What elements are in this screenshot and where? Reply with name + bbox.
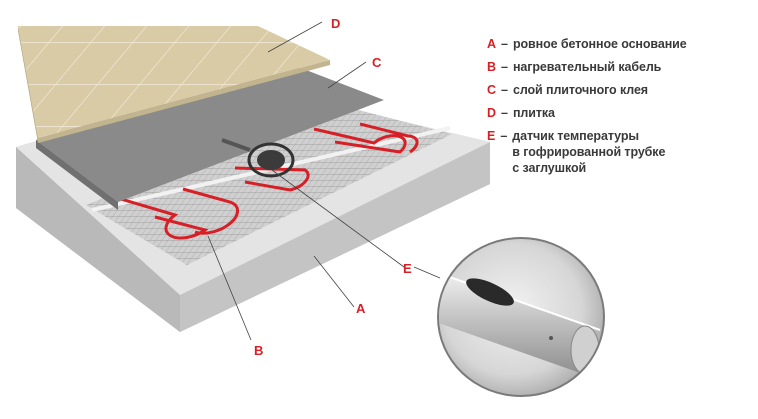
callout-a: A <box>356 301 366 316</box>
callout-b: B <box>254 343 263 358</box>
callout-c: C <box>372 55 382 70</box>
heating-cable <box>120 122 419 240</box>
callout-lines <box>207 21 441 341</box>
legend-text: ровное бетонное основание <box>512 37 687 51</box>
tile-layer <box>18 26 330 143</box>
legend-key: D <box>487 106 497 120</box>
legend-key: C <box>487 83 497 97</box>
tile-adhesive-layer <box>36 60 384 210</box>
legend-item-a: A – ровное бетонное основание <box>487 36 749 52</box>
legend-item-e: E – датчик температуры в гофрированной т… <box>487 128 749 176</box>
legend-key: E <box>487 129 496 143</box>
legend-item-b: B – нагревательный кабель <box>487 59 749 75</box>
legend-item-c: C – слой плиточного клея <box>487 82 749 98</box>
legend-dash: – <box>501 83 508 97</box>
legend-key: B <box>487 60 497 74</box>
legend-item-d: D – плитка <box>487 105 749 121</box>
legend-dash: – <box>501 106 508 120</box>
legend-text: нагревательный кабель <box>512 60 662 74</box>
legend-text: датчик температуры в гофрированной трубк… <box>512 129 666 175</box>
legend-text: плитка <box>512 106 555 120</box>
callout-e: E <box>403 261 412 276</box>
legend-key: A <box>487 37 497 51</box>
callout-d: D <box>331 16 340 31</box>
sensor-magnifier <box>437 237 605 397</box>
legend: A – ровное бетонное основание B – нагрев… <box>487 36 749 183</box>
sensor-tube <box>221 138 295 178</box>
legend-dash: – <box>500 129 508 143</box>
legend-dash: – <box>501 37 508 51</box>
legend-text: слой плиточного клея <box>512 83 648 97</box>
legend-dash: – <box>501 60 508 74</box>
